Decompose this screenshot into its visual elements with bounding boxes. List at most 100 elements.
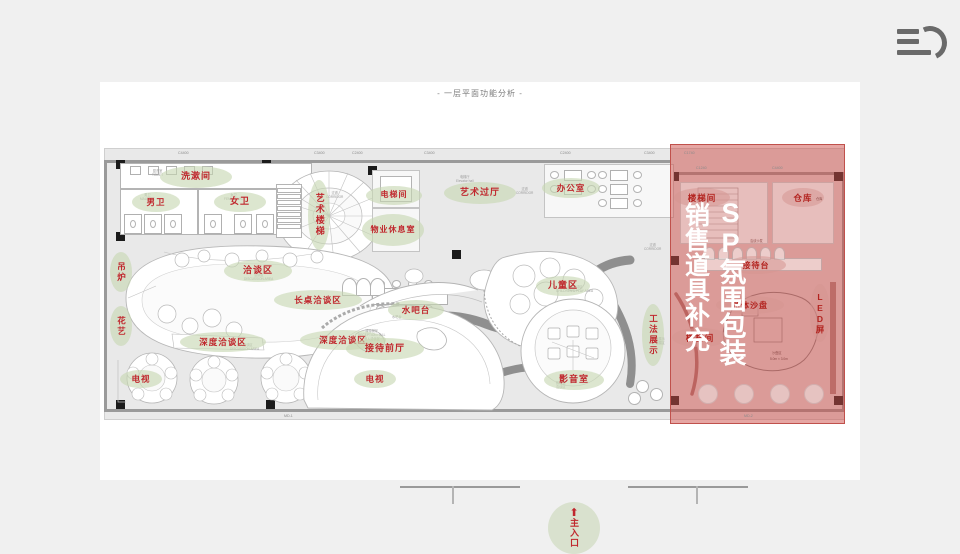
label-en-art-hall: 电梯厅 Elevator hall [456, 175, 474, 183]
entrance-arrow-icon: ⬆ [569, 506, 579, 519]
office-chair [598, 171, 607, 179]
lounge-seat [636, 380, 649, 393]
stair-step [277, 194, 301, 199]
dimension-label: C1240 [696, 166, 707, 170]
label-property-lounge: 物业休息室 [362, 214, 424, 246]
entrance-label: 主入口 [569, 517, 579, 548]
stair-step [277, 188, 301, 193]
main-entrance-marker: ⬆ 主入口 [548, 502, 600, 554]
dimension-label: C3400 [424, 151, 435, 155]
lounge-seat [650, 388, 663, 401]
label-washroom: 洗漱间 [160, 166, 232, 188]
overlay-sofa [770, 384, 790, 404]
stair-step [277, 212, 301, 217]
overlay-led-bar [830, 282, 836, 394]
overlay-sofa-size: 5.0m × 3.0m [770, 357, 788, 361]
label-deep-discussion-left: 深度洽谈区 [180, 332, 266, 352]
overlay-sofa [804, 384, 824, 404]
label-reception-desk: 接待台 [726, 256, 786, 274]
label-hanging-stove: 吊炉 [110, 252, 132, 292]
label-elevator-room: 电梯间 [366, 186, 422, 205]
stair-step [277, 200, 301, 205]
stair-flight [276, 184, 302, 238]
dimension-label: MD-2 [744, 414, 753, 418]
stair-step [277, 206, 301, 211]
label-reception-hall: 接待前厅 [346, 338, 424, 360]
office-chair [633, 171, 642, 179]
arch-seat [370, 278, 385, 296]
label-water-bar: 水吧台 [388, 300, 444, 320]
entrance-wall-left [400, 486, 520, 488]
label-stairwell: 楼梯间 [672, 328, 728, 347]
overlay-negotiation-sofa-note: 洽谈沙发 [750, 239, 763, 243]
table-chair [392, 280, 401, 288]
stair-step [277, 224, 301, 229]
wall-top [104, 160, 670, 163]
office-desk [610, 184, 628, 195]
office-chair [550, 171, 559, 179]
structural-column [452, 250, 461, 259]
brand-logo [897, 21, 952, 65]
wall-bottom [104, 409, 845, 412]
lounge-seat [628, 392, 641, 405]
label-long-table-discussion: 长桌洽谈区 [274, 290, 362, 310]
entrance-jamb-right [696, 486, 698, 504]
dimension-label: C3400 [314, 151, 325, 155]
overlay-warehouse-note: 仓库 [816, 197, 823, 201]
office-chair [598, 199, 607, 207]
dimension-label: C4400 [178, 151, 189, 155]
sales-props-text: 销售道具补充 [681, 202, 710, 352]
toilet-bowl [240, 220, 246, 228]
sink-fixture [148, 166, 159, 175]
label-stairwell-top: 楼梯间 [674, 188, 730, 207]
dimension-label: C4400 [772, 166, 783, 170]
label-floral-art: 花艺 [110, 306, 132, 346]
label-office: 办公室 [542, 178, 600, 198]
toilet-bowl [150, 220, 156, 228]
office-chair [633, 199, 642, 207]
label-art-hall: 艺术过厅 [444, 182, 516, 204]
structural-column [116, 400, 125, 409]
entrance-jamb-left [452, 486, 454, 504]
page-title: - 一层平面功能分析 - [437, 89, 523, 98]
label-av-room: 影音室 [544, 370, 604, 390]
toilet-bowl [130, 220, 136, 228]
overlay-counter-seat [718, 247, 729, 260]
label-discussion-area: 洽谈区 [224, 260, 292, 282]
office-desk [610, 170, 628, 181]
dimension-label: C1740 [684, 151, 695, 155]
label-master-model: 总体沙盘 [716, 296, 784, 314]
label-art-staircase: 艺术楼梯 [308, 180, 330, 250]
stair-step [277, 218, 301, 223]
office-desk [610, 198, 628, 209]
dimension-label: C2400 [352, 151, 363, 155]
overlay-stair-drawing [697, 187, 739, 239]
label-en-washroom: 盥洗室 TOILET [152, 169, 164, 177]
toilet-bowl [210, 220, 216, 228]
dimension-label: C3400 [644, 151, 655, 155]
sp-packaging-text: SP氛围包装 [715, 198, 746, 366]
corridor-note: 过道 CORRIDOR [516, 187, 534, 195]
label-womens-toilet: 女卫 [214, 192, 266, 212]
label-led-screen: LED屏 [810, 284, 830, 342]
label-children-area: 儿童区 [536, 276, 590, 296]
wall-left [104, 160, 107, 412]
logo-bar-2-icon [897, 39, 919, 44]
dimension-label: MD-1 [284, 414, 293, 418]
slide-canvas: - 一层平面功能分析 - C4400 C3400 C2400 C3400 C24… [100, 82, 860, 554]
office-chair [587, 171, 596, 179]
overlay-counter-seat [704, 247, 715, 260]
structural-column [116, 232, 125, 241]
structural-column [266, 400, 275, 409]
logo-bar-3-icon [897, 50, 931, 55]
label-mens-toilet: 男卫 [132, 192, 180, 212]
toilet-bowl [262, 220, 268, 228]
overlay-sofa-note: 沙盘区 [772, 351, 782, 355]
corridor-note: 过道 CORRIDOR [644, 243, 662, 251]
office-chair [633, 185, 642, 193]
label-tv-right: 电视 [354, 370, 396, 388]
label-tv-left: 电视 [120, 370, 162, 388]
label-construction-display: 工法展示 [642, 304, 664, 366]
logo-bar-1-icon [897, 29, 919, 34]
floor-plan: C4400 C3400 C2400 C3400 C2400 C3400 C174… [104, 144, 845, 424]
